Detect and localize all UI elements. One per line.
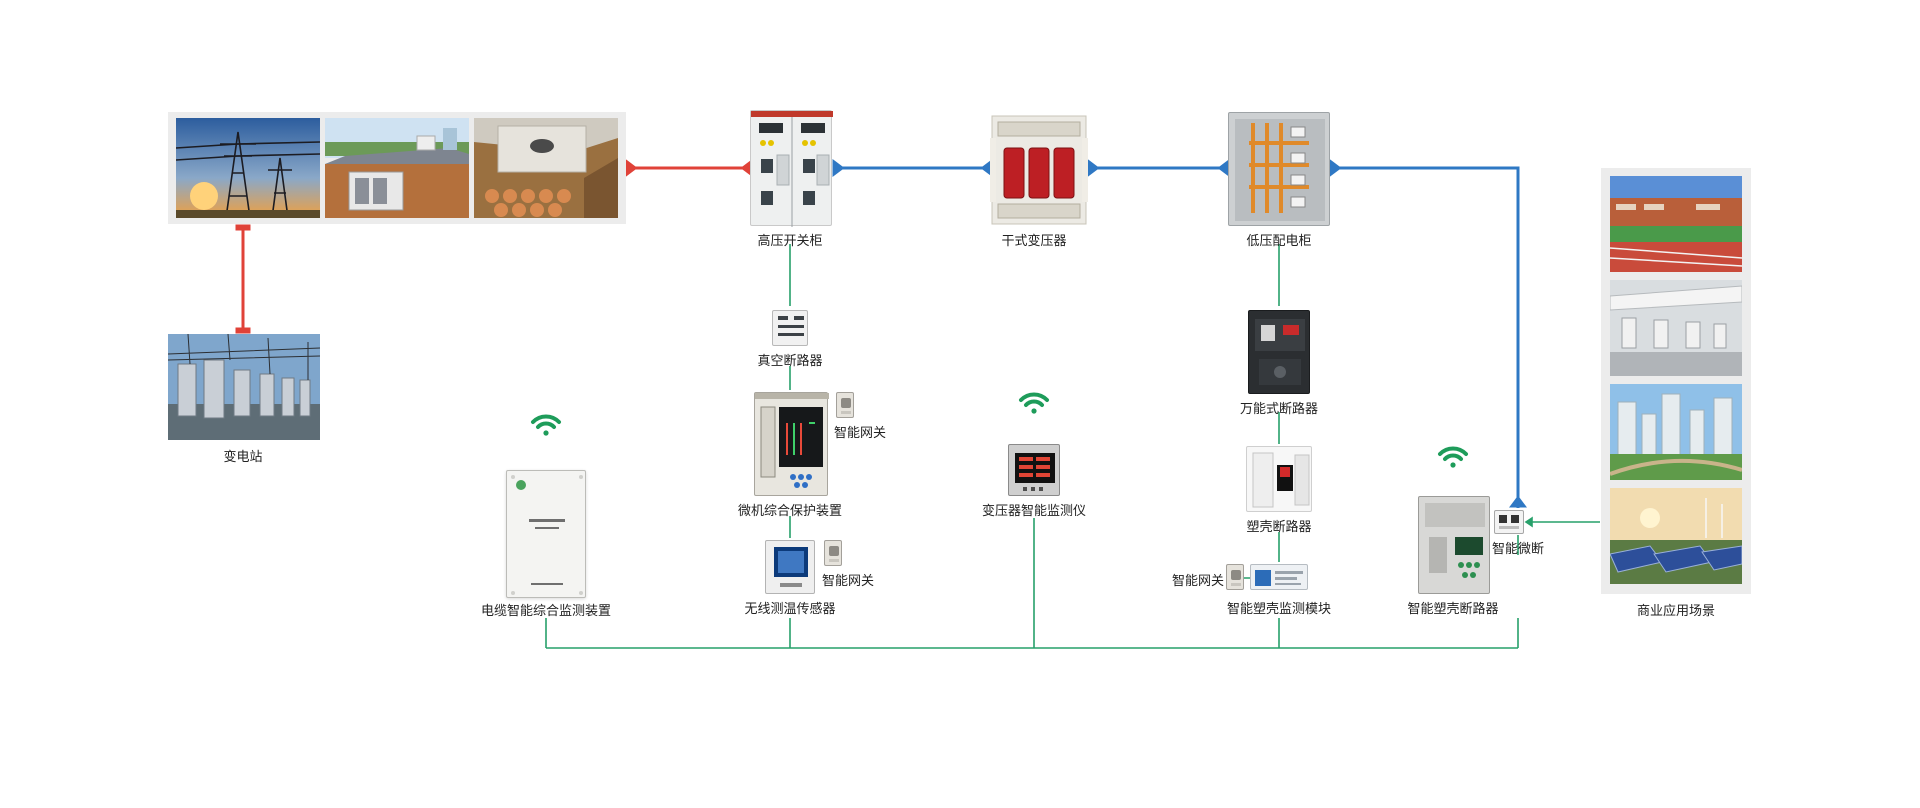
smart-gateway-image — [824, 540, 842, 566]
hv-switchgear-label: 高压开关柜 — [757, 234, 823, 249]
dry-transformer-image — [990, 112, 1088, 226]
green-links — [545, 244, 1600, 649]
city-scene-photo — [1610, 384, 1742, 480]
smart-gateway-image — [836, 392, 854, 418]
line-end-marker — [832, 159, 845, 177]
solar-farm-scene-photo — [1610, 488, 1742, 584]
charging-station-scene-photo — [1610, 280, 1742, 376]
line-end-marker — [1217, 159, 1230, 177]
smart-gateway-label: 智能网关 — [834, 426, 887, 441]
smart-mccb-module-label: 智能塑壳监测模块 — [1226, 602, 1332, 617]
line-end-marker — [1087, 159, 1100, 177]
microcomputer-protection-image — [754, 392, 829, 496]
wifi-icons — [531, 392, 1468, 468]
transmission-tower-photo — [176, 118, 320, 218]
line-end-marker — [1509, 495, 1527, 508]
microcomputer-protection-label: 微机综合保护装置 — [737, 504, 843, 519]
wifi-icon — [531, 414, 561, 436]
cable-monitor-label: 电缆智能综合监测装置 — [480, 604, 612, 619]
transformer-monitor-image — [1008, 444, 1060, 496]
smart-mcb-label: 智能微断 — [1492, 542, 1545, 557]
vacuum-breaker-image — [772, 310, 808, 346]
molded-case-breaker-label: 塑壳断路器 — [1246, 520, 1312, 535]
cable-tunnel-photo — [325, 118, 469, 218]
molded-case-breaker-image — [1246, 446, 1312, 512]
power-grid-photo-strip — [168, 112, 626, 224]
universal-breaker-image — [1248, 310, 1310, 394]
school-scene-photo — [1610, 176, 1742, 272]
cable-monitor-image — [506, 470, 586, 598]
smart-mcb-image — [1494, 510, 1524, 534]
smart-mccb-module-image — [1250, 564, 1308, 590]
link-lv-to-smart-mcb — [1331, 166, 1520, 508]
blue-links — [832, 159, 1527, 508]
line-end-marker — [235, 224, 251, 231]
smart-gateway-image — [1226, 564, 1244, 590]
lv-cabinet-image — [1228, 112, 1330, 226]
substation-label: 变电站 — [223, 450, 263, 465]
smart-gateway-label: 智能网关 — [822, 574, 875, 589]
universal-breaker-label: 万能式断路器 — [1239, 402, 1319, 417]
line-end-marker — [1329, 159, 1342, 177]
commercial-scenarios-label: 商业应用场景 — [1636, 604, 1716, 619]
commercial-scenarios-panel — [1601, 168, 1751, 594]
smart-mccb-image — [1418, 496, 1490, 594]
transformer-monitor-label: 变压器智能监测仪 — [981, 504, 1087, 519]
substation-photo — [167, 333, 321, 440]
red-links — [235, 159, 753, 334]
line-end-marker — [1524, 516, 1533, 528]
dry-transformer-label: 干式变压器 — [1001, 234, 1067, 249]
wireless-temp-sensor-image — [765, 540, 815, 594]
lv-cabinet-label: 低压配电柜 — [1246, 234, 1312, 249]
wireless-temp-sensor-label: 无线测温传感器 — [744, 602, 836, 617]
smart-gateway-label: 智能网关 — [1172, 574, 1225, 589]
hv-switchgear-image — [750, 110, 833, 227]
wifi-icon — [1019, 392, 1049, 414]
line-end-marker — [235, 327, 251, 334]
wifi-icon — [1438, 446, 1468, 468]
smart-mccb-label: 智能塑壳断路器 — [1407, 602, 1499, 617]
line-end-marker — [625, 159, 638, 177]
vacuum-breaker-label: 真空断路器 — [757, 354, 823, 369]
cable-trench-photo — [474, 118, 618, 218]
